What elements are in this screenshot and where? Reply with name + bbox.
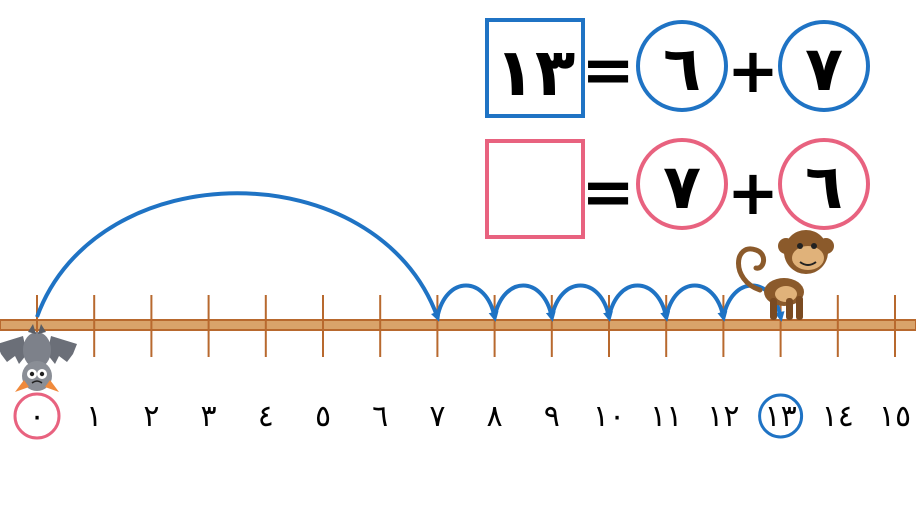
addend-circle-1-right	[778, 20, 870, 112]
addend-2-right: ٦	[805, 150, 843, 223]
addend-2-left: ٧	[663, 150, 701, 223]
tick-marks	[36, 295, 896, 357]
big-jump-arrow	[35, 191, 441, 322]
tick-label: ٣	[201, 399, 217, 434]
small-jump-arrow	[435, 283, 499, 322]
tick-label: ١٣	[764, 399, 796, 434]
result-box-1	[485, 18, 585, 118]
tick-label: ١٠	[593, 399, 625, 434]
tick-label: ٩	[544, 399, 560, 434]
tick-label: ١٤	[822, 399, 854, 434]
tick-label: ٧	[429, 399, 445, 434]
small-jump-arrow	[492, 283, 556, 322]
equation-row-1: ١٣ = ٦ + ٧	[485, 18, 870, 118]
tick-label: ١٢	[707, 399, 739, 434]
tick-label: ٠	[29, 399, 45, 434]
monkey-icon	[736, 230, 834, 320]
start-number-circle	[13, 392, 61, 440]
result-value-1: ١٣	[495, 34, 576, 111]
small-jump-arrow	[607, 283, 671, 322]
result-box-2[interactable]	[485, 139, 585, 239]
small-jump-arrow	[664, 283, 728, 322]
tick-label: ٦	[372, 399, 388, 434]
tick-label: ٢	[143, 399, 159, 434]
equals-sign-1: =	[581, 34, 635, 108]
end-number-circle	[758, 393, 804, 439]
number-line-bar	[0, 319, 916, 331]
tick-label: ٥	[315, 399, 331, 434]
tick-label: ١	[86, 399, 102, 434]
equals-sign-2: =	[581, 156, 635, 230]
plus-sign-2: +	[727, 156, 779, 229]
small-jump-arrow	[549, 283, 613, 322]
tick-label: ١٥	[879, 399, 911, 434]
tick-label: ٨	[487, 399, 503, 434]
tick-label: ٤	[258, 399, 274, 434]
addend-circle-1-left	[636, 20, 728, 112]
addend-1-left: ٦	[663, 32, 701, 105]
tick-label: ١١	[650, 399, 682, 434]
addend-1-right: ٧	[805, 32, 843, 105]
plus-sign-1: +	[727, 34, 779, 107]
bat-icon	[0, 324, 77, 392]
addend-circle-2-right	[778, 138, 870, 230]
equation-row-2: = ٧ + ٦	[485, 138, 870, 239]
addend-circle-2-left	[636, 138, 728, 230]
